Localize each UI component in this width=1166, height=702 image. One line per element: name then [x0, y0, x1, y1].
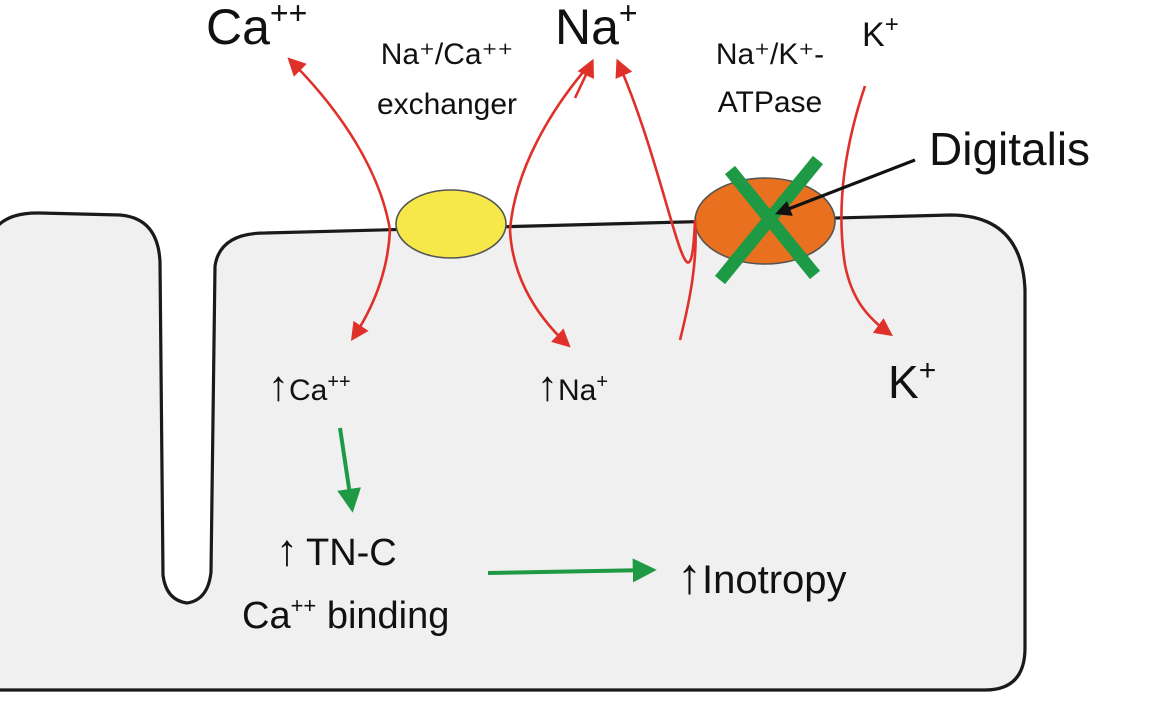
cascade-arrow-tnc-to-inotropy	[487, 558, 657, 583]
inside-potassium-label: K+	[888, 354, 936, 408]
outside-calcium-label: Ca++	[206, 0, 307, 55]
outside-sodium-label: Na+	[555, 0, 638, 55]
inside-calcium-label: ↑Ca++	[268, 362, 351, 409]
digitalis-label: Digitalis	[929, 123, 1090, 175]
potassium-influx-arrow	[840, 85, 893, 337]
sodium-influx-arrow-exchanger-top	[508, 63, 591, 231]
cell-membrane	[0, 211, 1027, 692]
blocked-x-icon	[714, 155, 824, 285]
exchanger-label-line1: Na⁺/Ca⁺⁺	[381, 38, 514, 71]
calcium-influx-arrow	[350, 229, 392, 342]
exchanger-label-line2: exchanger	[377, 88, 517, 121]
sodium-influx-arrow-exchanger	[508, 229, 571, 348]
inotropy-label: ↑Inotropy	[677, 548, 847, 604]
cascade-arrow-calcium-to-tnc	[337, 427, 362, 513]
sodium-efflux-arrow-pump	[615, 58, 697, 264]
na-ca-exchanger	[395, 189, 507, 259]
sodium-influx-head-top	[573, 58, 595, 99]
digitalis-pointer-arrow	[775, 158, 916, 216]
outside-potassium-label: K+	[862, 11, 899, 54]
tnc-label-line1: ↑TN-C	[276, 526, 397, 575]
tnc-label-line2: Ca++ binding	[242, 593, 449, 637]
inside-sodium-label: ↑Na+	[537, 362, 608, 409]
sodium-efflux-arrow-pump-lower	[678, 219, 697, 341]
pump-label-line2: ATPase	[718, 86, 823, 119]
calcium-efflux-arrow	[287, 57, 392, 231]
pump-label-line1: Na⁺/K⁺-	[716, 38, 824, 71]
